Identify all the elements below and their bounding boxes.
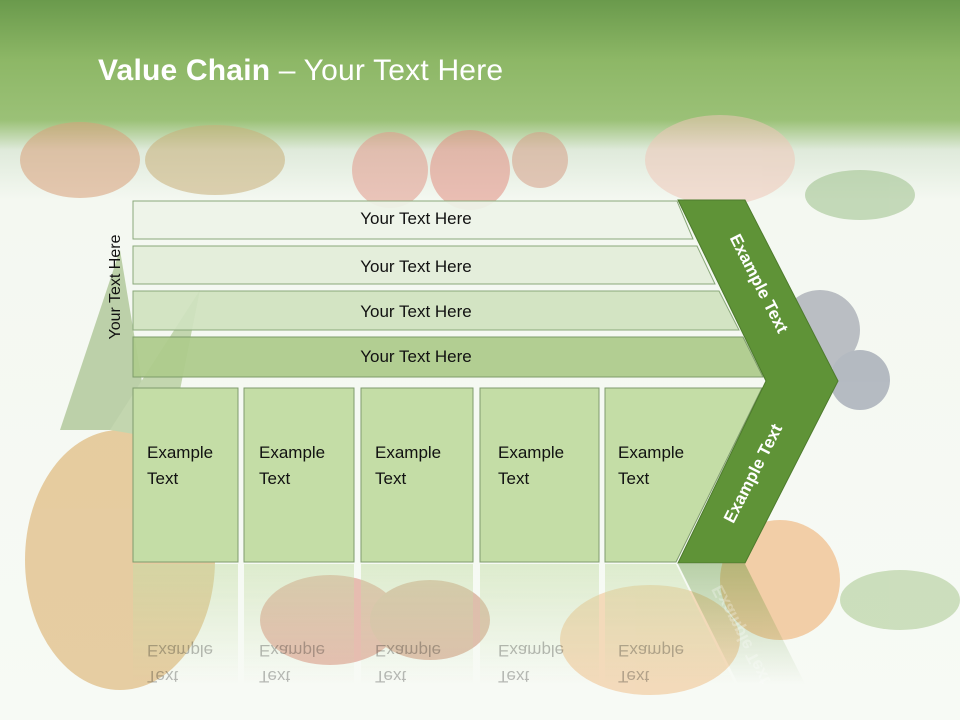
primary-box-2 — [243, 387, 355, 563]
reflection-text-2-line-1: Example — [259, 641, 325, 660]
primary-box-3 — [360, 387, 474, 563]
primary-box-1 — [132, 387, 239, 563]
reflection-box-5 — [605, 564, 735, 684]
primary-box-5-line-2: Text — [618, 469, 649, 488]
margin-chevron — [677, 199, 839, 564]
primary-box-1-line-1: Example — [147, 443, 213, 462]
support-row-2-text: Your Text Here — [360, 257, 472, 276]
reflection-box-2 — [244, 564, 354, 684]
support-row-2 — [132, 245, 716, 285]
reflection-chevron — [678, 564, 805, 684]
primary-box-3-line-2: Text — [375, 469, 406, 488]
primary-box-5-line-1: Example — [618, 443, 684, 462]
reflection-text-2-line-2: Text — [259, 667, 290, 686]
primary-box-4-line-2: Text — [498, 469, 529, 488]
support-row-1 — [132, 200, 694, 240]
primary-box-3-line-1: Example — [375, 443, 441, 462]
support-row-4 — [132, 336, 764, 378]
support-row-1-text: Your Text Here — [360, 209, 472, 228]
reflection-text-1-line-1: Example — [147, 641, 213, 660]
primary-box-2-line-2: Text — [259, 469, 290, 488]
primary-box-1-line-2: Text — [147, 469, 178, 488]
reflection-box-3 — [361, 564, 473, 684]
slide-title: Value Chain – Your Text Here — [98, 54, 503, 88]
primary-box-4 — [479, 387, 600, 563]
reflection-box-1 — [133, 564, 238, 684]
reflection-text-1-line-2: Text — [147, 667, 178, 686]
primary-box-4-line-1: Example — [498, 443, 564, 462]
title-bold: Value Chain — [98, 54, 271, 87]
reflection — [133, 564, 805, 684]
reflection-text-4-line-2: Text — [498, 667, 529, 686]
reflection-text-3-line-1: Example — [375, 641, 441, 660]
reflection-text-3-line-2: Text — [375, 667, 406, 686]
primary-box-2-line-1: Example — [259, 443, 325, 462]
reflection-text-5-line-2: Text — [618, 667, 649, 686]
support-row-4-text: Your Text Here — [360, 347, 472, 366]
reflection-text-4-line-1: Example — [498, 641, 564, 660]
title-rest: – Your Text Here — [270, 54, 504, 87]
reflection-box-4 — [480, 564, 599, 684]
support-row-3-text: Your Text Here — [360, 302, 472, 321]
primary-box-5 — [604, 387, 763, 563]
support-row-3 — [132, 290, 740, 331]
reflection-text-5-line-1: Example — [618, 641, 684, 660]
